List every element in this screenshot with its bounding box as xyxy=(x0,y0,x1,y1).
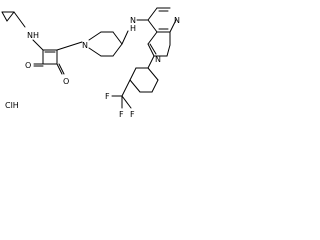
naphthyridine-n-top-label: N xyxy=(174,16,180,25)
carbonyl-bonds xyxy=(33,63,65,75)
piperidine-ring xyxy=(88,31,123,57)
fluorine-label-left: F xyxy=(105,92,110,101)
oxygen-label-bottom: O xyxy=(63,77,69,86)
fluorine-label-right: F xyxy=(130,110,135,119)
cyclopropyl-nh-label: NH xyxy=(27,31,39,40)
amine-n-label: N xyxy=(130,16,136,25)
oxygen-label-left: O xyxy=(25,61,31,70)
chemical-structure-diagram: NH O O N N H xyxy=(1,7,180,119)
amine-h-label: H xyxy=(130,24,136,33)
naphthyridine-upper-ring xyxy=(147,7,177,33)
cyclopropyl-ring xyxy=(1,11,26,28)
squarate-ring xyxy=(42,49,58,65)
piperidine-n-label: N xyxy=(82,41,88,50)
hydrochloride-salt-label: ClH xyxy=(5,101,19,110)
trifluoromethyl-group xyxy=(111,79,132,109)
naphthyridine-n-bottom-label: N xyxy=(155,55,161,64)
naphthyridine-lower-ring xyxy=(129,31,171,93)
squarate-to-piperidine-bond xyxy=(56,41,83,51)
fluorine-label-bottom: F xyxy=(119,110,124,119)
piperidine-to-amine-bond xyxy=(121,30,129,45)
nh-to-squarate-bond xyxy=(32,39,44,51)
